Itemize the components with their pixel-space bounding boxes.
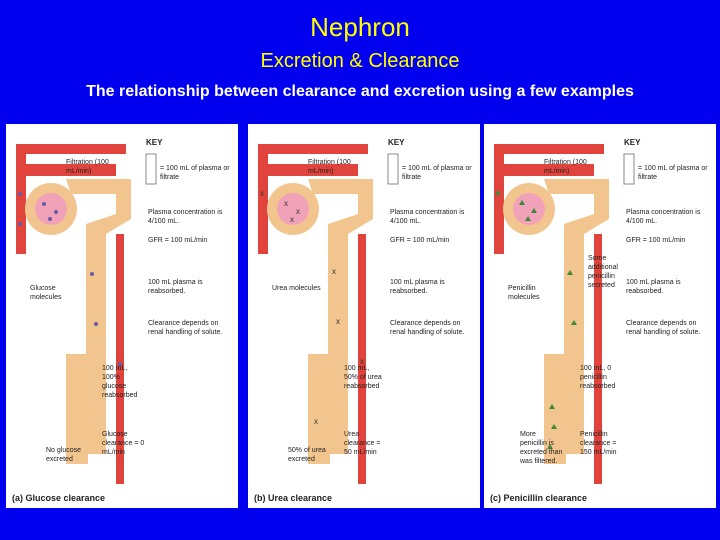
svg-text:x: x (336, 317, 340, 326)
svg-text:x: x (296, 207, 300, 216)
excreted-label: More penicillin is excreted than was fil… (520, 431, 563, 465)
clearance-label: Glucose clearance = 0 mL/min (102, 431, 145, 456)
svg-text:x: x (284, 199, 288, 208)
key-item-1: Plasma concentration is 4/100 mL. (626, 209, 701, 225)
secreted-label: Some additional penicillin secreted (588, 255, 618, 289)
key-box-text: = 100 mL of plasma or filtrate (402, 165, 472, 181)
key-item-2: GFR = 100 mL/min (148, 237, 208, 244)
tubule (66, 179, 131, 454)
reabsorbed-label: 100 mL, 0 penicillin reabsorbed (580, 365, 616, 390)
svg-text:x: x (360, 357, 364, 366)
peritubular-capillary (116, 234, 124, 484)
svg-text:x: x (332, 267, 336, 276)
slide-heading: The relationship between clearance and e… (86, 83, 634, 100)
svg-text:x: x (290, 215, 294, 224)
key-item-4: Clearance depends on renal handling of s… (148, 320, 223, 336)
key-box-text: = 100 mL of plasma or filtrate (638, 165, 708, 181)
panel-caption: (a) Glucose clearance (12, 493, 106, 503)
panel-caption: (c) Penicillin clearance (490, 493, 588, 503)
panel-caption: (b) Urea clearance (254, 493, 333, 503)
glomerulus (35, 193, 67, 225)
nephron-diagram-penicillin (494, 144, 635, 484)
key-title: KEY (146, 138, 163, 147)
panel-glucose: KEY = 100 mL of plasma or filtrate Plasm… (6, 124, 238, 508)
filtration-label: Filtration (100 mL/min) (66, 159, 109, 175)
svg-text:x: x (260, 189, 264, 198)
molecule-label: Urea molecules (272, 285, 321, 292)
clearance-label: Urea clearance = 50 mL/min (344, 431, 381, 456)
filtration-label: Filtration (100 mL/min) (308, 159, 351, 175)
key-item-1: Plasma concentration is 4/100 mL. (390, 209, 465, 225)
slide-subtitle: Excretion & Clearance (260, 50, 460, 72)
key-item-3: 100 mL plasma is reabsorbed. (148, 279, 203, 295)
key-title: KEY (624, 138, 641, 147)
clearance-label: Penicillin clearance = 150 mL/min (580, 431, 617, 456)
excreted-label: No glucose excreted (46, 447, 82, 463)
key-item-4: Clearance depends on renal handling of s… (390, 320, 465, 336)
svg-text:x: x (314, 417, 318, 426)
key-item-3: 100 mL plasma is reabsorbed. (626, 279, 681, 295)
molecule-label: Glucose molecules (30, 285, 62, 301)
excreted-label: 50% of urea excreted (288, 447, 326, 463)
nephron-diagram-urea: xxx xxx xx (258, 144, 399, 484)
panel-penicillin: KEY = 100 mL of plasma or filtrate Plasm… (484, 124, 716, 508)
filtration-label: Filtration (100 mL/min) (544, 159, 587, 175)
key-item-4: Clearance depends on renal handling of s… (626, 320, 701, 336)
key-item-3: 100 mL plasma is reabsorbed. (390, 279, 445, 295)
key-item-1: Plasma concentration is 4/100 mL. (148, 209, 223, 225)
key-title: KEY (388, 138, 405, 147)
key-box-text: = 100 mL of plasma or filtrate (160, 165, 230, 181)
reabsorbed-label: 100 mL, 50% of urea reabsorbed (344, 365, 382, 390)
key-item-2: GFR = 100 mL/min (390, 237, 450, 244)
nephron-diagram-glucose (16, 144, 157, 484)
molecule-label: Penicillin molecules (508, 285, 540, 301)
slide-title: Nephron (310, 12, 410, 42)
key-item-2: GFR = 100 mL/min (626, 237, 686, 244)
reabsorbed-label: 100 mL, 100% glucose reabsorbed (102, 365, 138, 399)
